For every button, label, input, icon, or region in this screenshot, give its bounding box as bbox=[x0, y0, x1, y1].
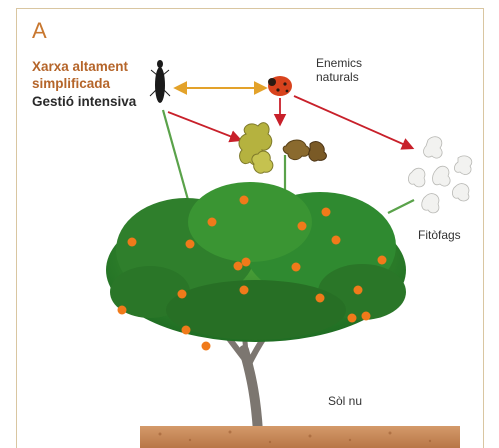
whitefly-cluster-icon bbox=[408, 137, 471, 213]
soil-strip bbox=[140, 426, 460, 448]
aphid-cluster-icon bbox=[239, 123, 326, 174]
beetle-icon bbox=[150, 60, 170, 103]
interaction-arrows bbox=[168, 88, 412, 148]
ladybird-icon bbox=[268, 76, 292, 96]
orange-tree-illustration bbox=[106, 182, 406, 351]
